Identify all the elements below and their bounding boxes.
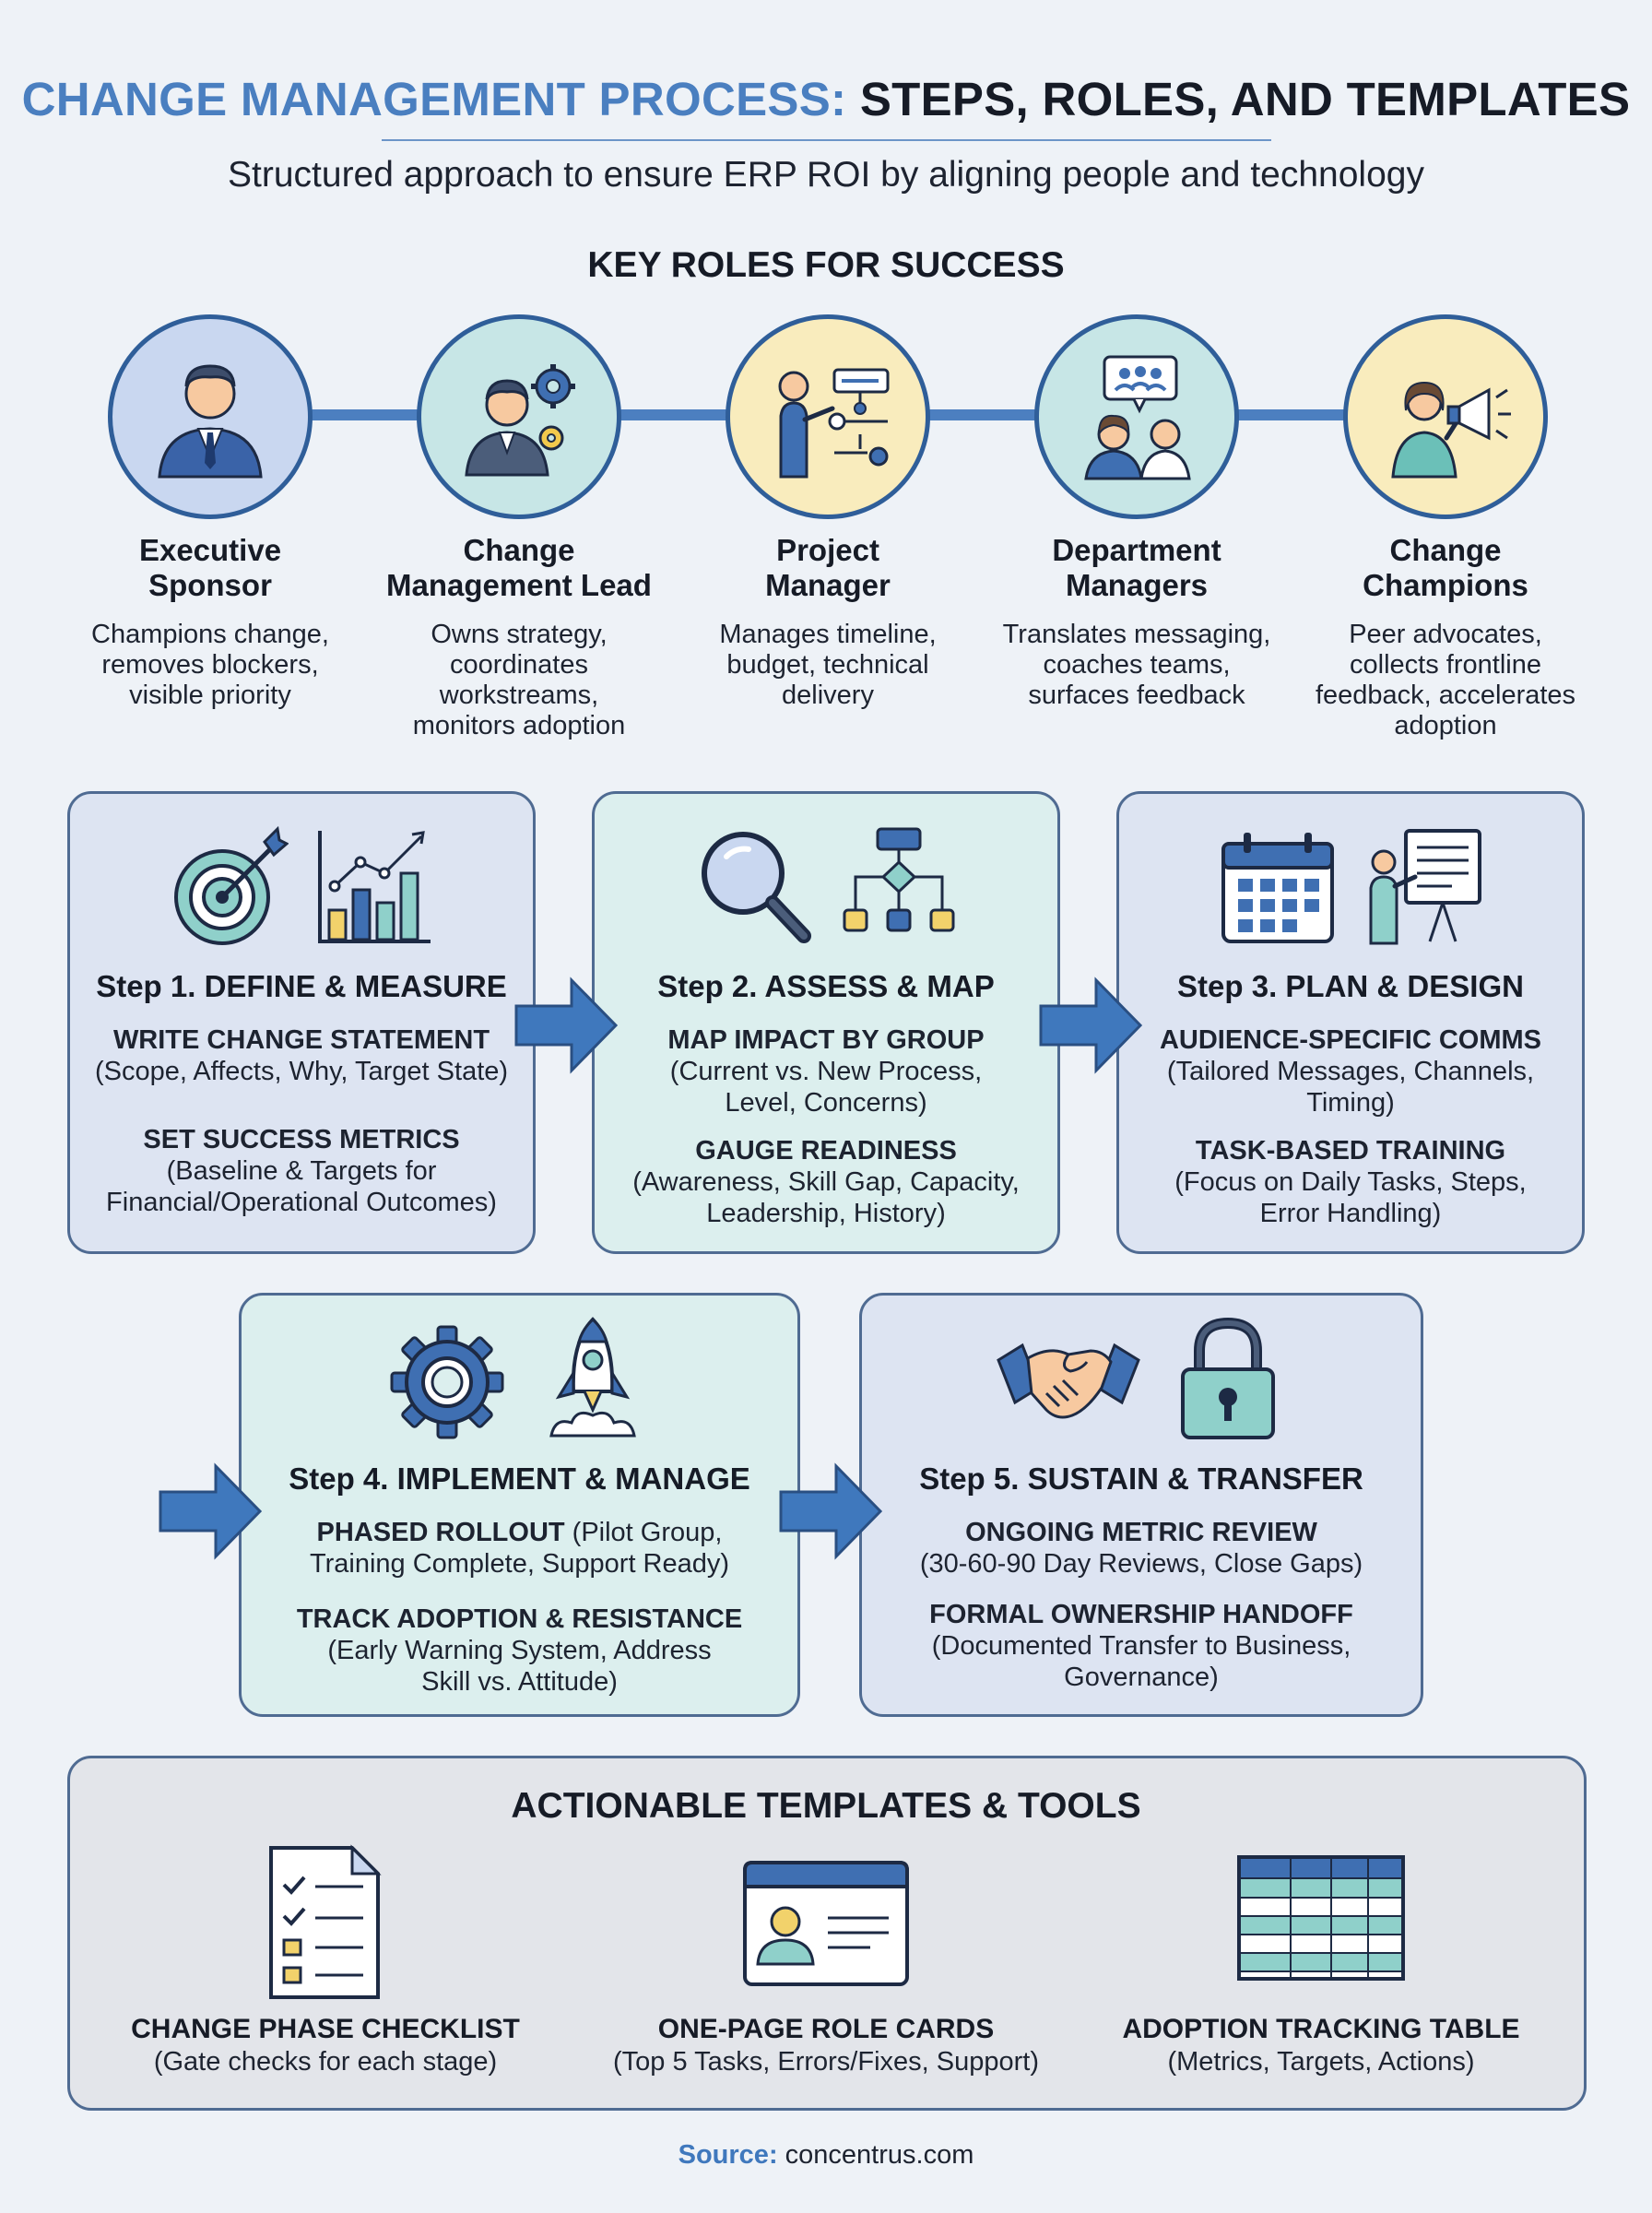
padlock-icon <box>1181 1317 1275 1439</box>
arrow-step4-to-step5 <box>779 1462 883 1560</box>
roles-heading: KEY ROLES FOR SUCCESS <box>587 245 1065 285</box>
arrow-step1-to-step2 <box>514 976 619 1074</box>
step-3-title: Step 3. PLAN & DESIGN <box>1177 969 1524 1003</box>
table-icon <box>1237 1855 1405 1981</box>
step-1-title: Step 1. DEFINE & MEASURE <box>96 969 507 1003</box>
role-desc-department-managers: Translates messaging,coaches teams,surfa… <box>1002 620 1271 710</box>
template-name-checklist: CHANGE PHASE CHECKLIST <box>131 2014 520 2044</box>
step-4-title: Step 4. IMPLEMENT & MANAGE <box>289 1462 750 1496</box>
step-3-item-1: AUDIENCE-SPECIFIC COMMS (Tailored Messag… <box>1159 1025 1542 1118</box>
step-3-card: Step 3. PLAN & DESIGN AUDIENCE-SPECIFIC … <box>1116 791 1585 1254</box>
calendar-icon <box>1221 833 1334 943</box>
training-board-icon <box>1369 829 1481 945</box>
template-desc-checklist: (Gate checks for each stage) <box>153 2047 498 2077</box>
step-4-card: Step 4. IMPLEMENT & MANAGE PHASED ROLLOU… <box>239 1293 800 1717</box>
change-lead-icon <box>417 314 621 519</box>
executive-sponsor-icon <box>108 314 313 519</box>
template-desc-role-cards: (Top 5 Tasks, Errors/Fixes, Support) <box>612 2047 1039 2077</box>
step-3-item-2: TASK-BASED TRAINING (Focus on Daily Task… <box>1174 1136 1527 1228</box>
org-chart-icon <box>843 827 955 932</box>
source-label: Source: <box>678 2140 778 2170</box>
role-desc-executive-sponsor: Champions change,removes blockers,visibl… <box>91 620 329 710</box>
template-name-role-cards: ONE-PAGE ROLE CARDS <box>657 2014 995 2044</box>
arrow-step2-to-step3 <box>1039 976 1143 1074</box>
department-managers-icon <box>1034 314 1239 519</box>
rocket-icon <box>549 1317 636 1438</box>
step-4-item-2: TRACK ADOPTION & RESISTANCE (Early Warni… <box>296 1604 743 1697</box>
arrow-into-step4 <box>159 1462 263 1560</box>
step-5-item-2: FORMAL OWNERSHIP HANDOFF (Documented Tra… <box>929 1600 1353 1692</box>
target-icon <box>174 825 289 945</box>
template-desc-tracking-table: (Metrics, Targets, Actions) <box>1167 2047 1475 2077</box>
step-1-card: Step 1. DEFINE & MEASURE WRITE CHANGE ST… <box>67 791 536 1254</box>
title-divider <box>382 139 1271 141</box>
source-value: concentrus.com <box>785 2140 974 2170</box>
step-1-item-2: SET SUCCESS METRICS (Baseline & Targets … <box>106 1125 497 1217</box>
templates-heading: ACTIONABLE TEMPLATES & TOOLS <box>511 1786 1141 1826</box>
gear-icon <box>390 1325 503 1439</box>
step-2-card: Step 2. ASSESS & MAP MAP IMPACT BY GROUP… <box>592 791 1060 1254</box>
step-2-item-2: GAUGE READINESS (Awareness, Skill Gap, C… <box>632 1136 1020 1228</box>
title-part-2: STEPS, ROLES, AND TEMPLATES <box>859 73 1631 125</box>
handshake-icon <box>997 1343 1140 1419</box>
magnifier-icon <box>702 832 811 943</box>
title-part-1: CHANGE MANAGEMENT PROCESS: <box>21 73 847 125</box>
step-2-item-1: MAP IMPACT BY GROUP (Current vs. New Pro… <box>667 1025 985 1118</box>
bar-chart-icon <box>318 831 431 943</box>
step-5-title: Step 5. SUSTAIN & TRANSFER <box>919 1462 1363 1496</box>
step-1-item-1: WRITE CHANGE STATEMENT (Scope, Affects, … <box>94 1025 509 1086</box>
change-champions-icon <box>1343 314 1548 519</box>
id-card-icon <box>743 1861 909 1986</box>
source-line: Source: concentrus.com <box>0 2140 1652 2171</box>
step-5-item-1: ONGOING METRIC REVIEW (30-60-90 Day Revi… <box>919 1518 1363 1579</box>
project-manager-icon <box>726 314 930 519</box>
template-name-tracking-table: ADOPTION TRACKING TABLE <box>1122 2014 1520 2044</box>
checklist-icon <box>269 1844 382 1999</box>
page-subtitle: Structured approach to ensure ERP ROI by… <box>228 155 1424 195</box>
step-5-card: Step 5. SUSTAIN & TRANSFER ONGOING METRI… <box>859 1293 1423 1717</box>
step-4-item-1: PHASED ROLLOUT (Pilot Group, Training Co… <box>309 1518 730 1579</box>
page-title: CHANGE MANAGEMENT PROCESS: STEPS, ROLES,… <box>0 72 1652 126</box>
step-2-title: Step 2. ASSESS & MAP <box>657 969 995 1003</box>
